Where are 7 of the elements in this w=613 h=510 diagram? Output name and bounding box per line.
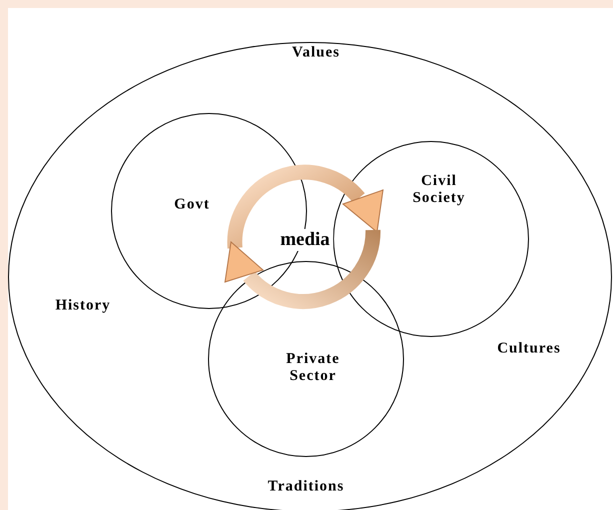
region-label: Traditions: [268, 478, 344, 496]
region-label: History: [55, 298, 111, 314]
region-label: Cultures: [497, 340, 561, 358]
region-label: Govt: [173, 196, 211, 214]
region-label: Civil Society: [412, 173, 466, 207]
region-label: Private Sector: [285, 351, 341, 385]
region-label: Values: [292, 44, 340, 62]
